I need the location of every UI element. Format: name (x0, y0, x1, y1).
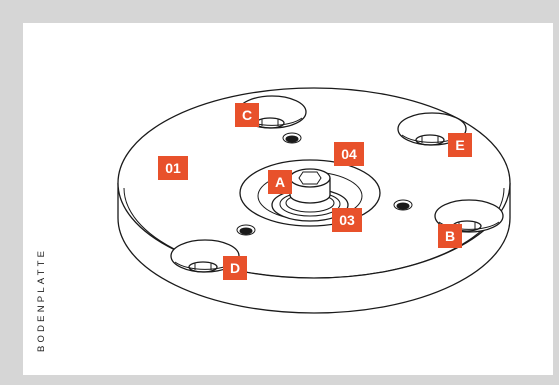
label-hole-c: C (235, 103, 259, 127)
threaded-hole-1 (282, 132, 302, 144)
label-hole-d: D (223, 256, 247, 280)
threaded-hole-3 (236, 224, 256, 236)
label-hole-a: A (268, 170, 292, 194)
label-hole-e: E (448, 133, 472, 157)
threaded-hole-2 (393, 199, 413, 211)
label-part-04: 04 (334, 142, 364, 166)
label-hole-b: B (438, 224, 462, 248)
hole-d (170, 239, 240, 273)
label-part-01: 01 (158, 156, 188, 180)
label-part-03: 03 (332, 208, 362, 232)
socket-bolt (289, 168, 331, 204)
